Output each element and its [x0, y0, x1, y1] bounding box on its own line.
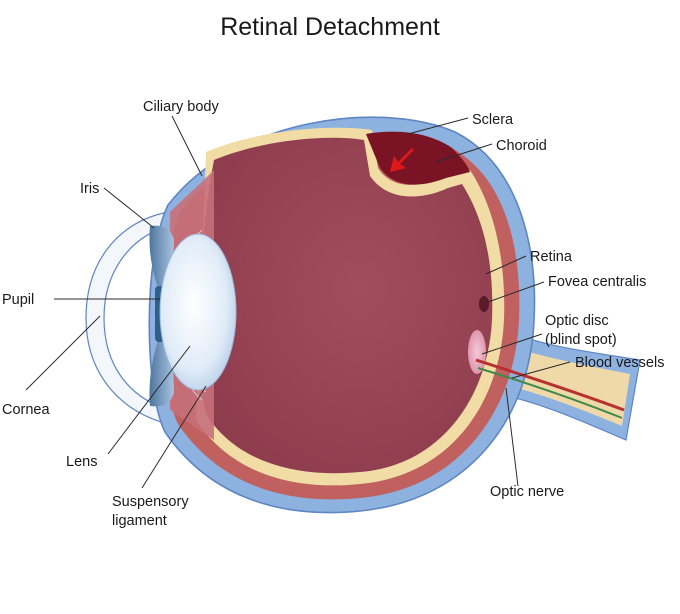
- label-cornea: Cornea: [2, 402, 50, 418]
- label-lens: Lens: [66, 454, 97, 470]
- label-suspensory-line1: Suspensory: [112, 494, 189, 510]
- label-pupil: Pupil: [2, 292, 34, 308]
- label-iris: Iris: [80, 181, 99, 197]
- label-optic-disc-line1: Optic disc: [545, 313, 609, 329]
- label-fovea-centralis: Fovea centralis: [548, 274, 646, 290]
- diagram-title: Retinal Detachment: [220, 13, 440, 41]
- label-optic-disc-line2: (blind spot): [545, 332, 617, 348]
- label-sclera: Sclera: [472, 112, 514, 128]
- label-blood-vessels: Blood vessels: [575, 355, 664, 371]
- vitreous-body: [199, 138, 492, 473]
- label-ciliary-body: Ciliary body: [143, 99, 219, 115]
- fovea-dot: [479, 296, 489, 312]
- label-retina: Retina: [530, 249, 573, 265]
- label-choroid: Choroid: [496, 138, 547, 154]
- lens-shape: [160, 234, 236, 390]
- optic-disc-shape: [468, 330, 486, 374]
- label-optic-nerve: Optic nerve: [490, 484, 564, 500]
- label-suspensory-line2: ligament: [112, 513, 167, 529]
